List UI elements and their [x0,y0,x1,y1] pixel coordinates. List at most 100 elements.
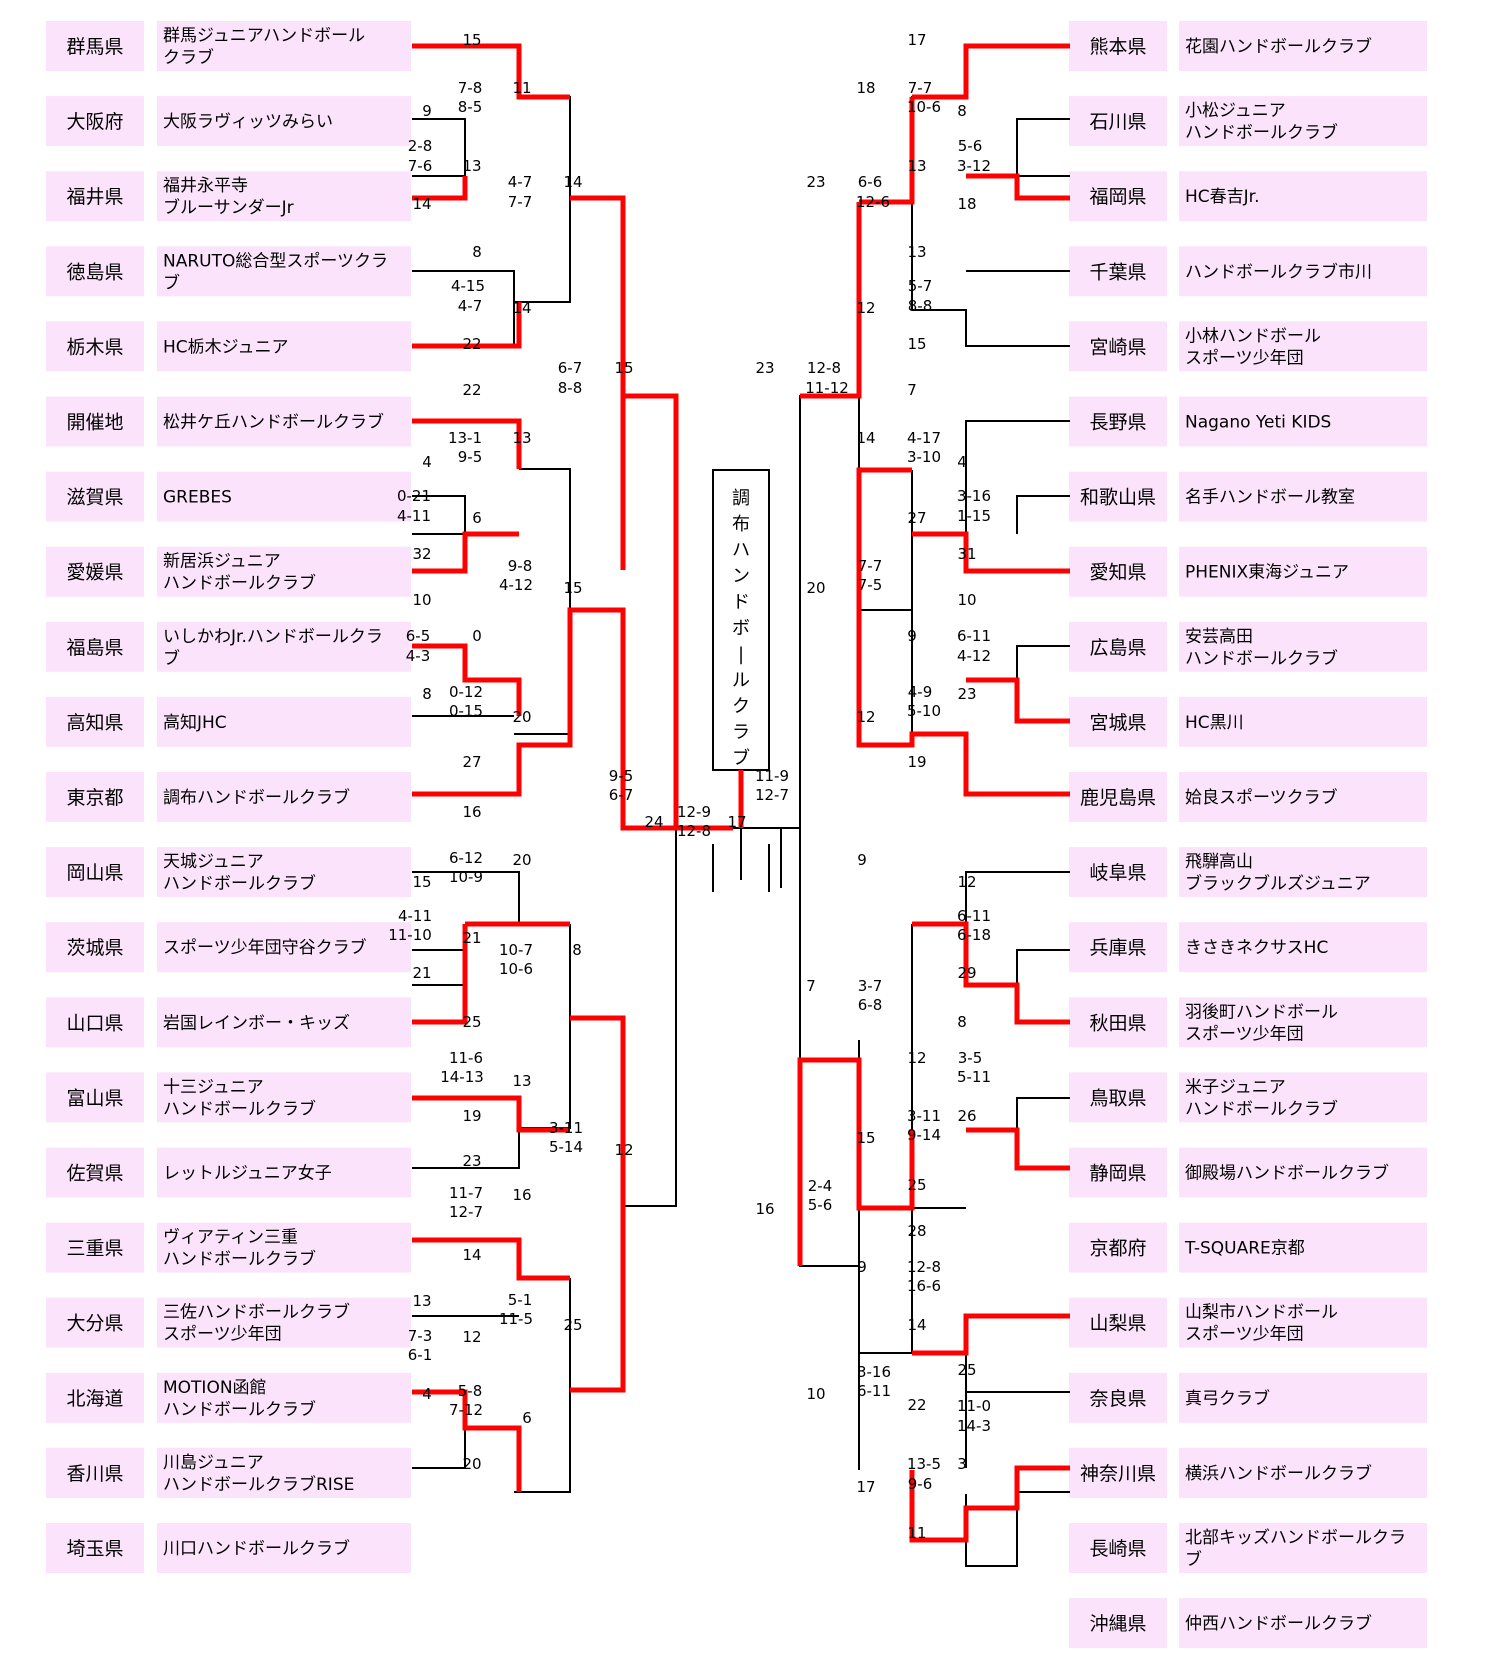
score-label: 11 [907,1524,926,1542]
club-box [1179,321,1427,372]
prefecture-box [46,621,144,672]
left-team-17: 大分県三佐ハンドボールクラブスポーツ少年団 [46,1297,411,1348]
score-label: 9-8 [508,557,533,575]
prefecture-box [1069,1523,1167,1573]
left-team-11: 岡山県天城ジュニアハンドボールクラブ [46,847,411,898]
left-team-7: 愛媛県新居浜ジュニアハンドボールクラブ [46,546,411,597]
prefecture-label: 熊本県 [1089,36,1146,58]
club-name: 天城ジュニア [163,852,264,872]
prefecture-label: 福井県 [66,186,123,208]
score-label: 6-11 [957,907,991,925]
score-label: 18 [856,79,875,97]
champion-char: ル [732,670,750,691]
score-label: 14-13 [440,1068,484,1086]
score-label: 9 [857,851,867,869]
score-label: 7-3 [408,1327,433,1345]
score-label: 14 [907,1316,926,1334]
club-box [1179,997,1427,1048]
score-label: 14-3 [957,1417,991,1435]
prefecture-box [46,396,144,447]
club-name: 川口ハンドボールクラブ [163,1538,350,1559]
right-team-18: 奈良県真弓クラブ [1069,1372,1427,1423]
prefecture-label: 京都府 [1089,1238,1146,1260]
prefecture-label: 大阪府 [66,111,123,133]
club-box [157,246,411,297]
score-label: 5-8 [458,1382,483,1400]
score-label: 3-11 [907,1107,941,1125]
right-team-8: 広島県安芸高田ハンドボールクラブ [1069,621,1427,672]
score-label: 6 [472,509,482,527]
score-label: 15 [907,335,926,353]
club-box [157,696,411,747]
score-label: 20 [462,1455,481,1473]
club-name: ハンドボールクラブ [1185,648,1338,669]
left-team-13: 山口県岩国レインボー・キッズ [46,997,411,1048]
club-box [1179,922,1427,973]
score-label: 14 [563,173,582,191]
prefecture-label: 鹿児島県 [1080,787,1156,809]
score-label: 12-8 [907,1258,941,1276]
club-name: スポーツ少年団 [163,1325,282,1345]
club-box [1179,847,1427,898]
prefecture-box [46,1072,144,1123]
club-name: スポーツ少年団 [1185,1325,1304,1345]
club-name: ハンドボールクラブ [1185,122,1338,143]
prefecture-label: 沖縄県 [1089,1613,1146,1635]
prefecture-box [46,1147,144,1198]
prefecture-box [46,1297,144,1348]
score-label: 12 [614,1141,633,1159]
score-label: 8 [422,685,432,703]
team-boxes: 群馬県群馬ジュニアハンドボールクラブ大阪府大阪ラヴィッツみらい福井県福井永平寺ブ… [46,21,1427,1649]
score-label: 9 [422,102,432,120]
club-box [157,171,411,222]
prefecture-label: 高知県 [66,712,123,734]
score-label: 16 [755,1200,774,1218]
left-team-0: 群馬県群馬ジュニアハンドボールクラブ [46,21,411,71]
score-label: 12-7 [449,1203,483,1221]
prefecture-box [1069,696,1167,747]
club-name: きさきネクサスHC [1185,938,1328,958]
score-label: 23 [957,685,976,703]
score-label: 5-6 [958,137,983,155]
score-label: 11-6 [449,1049,483,1067]
score-label: 25 [563,1316,582,1334]
score-label: 12 [462,1328,481,1346]
score-label: 21 [412,964,431,982]
score-label: 8-8 [908,297,933,315]
prefecture-box [1069,96,1167,147]
club-name: 安芸高田 [1185,627,1253,647]
score-label: 8 [957,1013,967,1031]
score-label: 7-7 [908,79,933,97]
winner-path-lines [412,43,1070,1543]
score-label: 16 [462,803,481,821]
prefecture-label: 群馬県 [66,36,123,58]
score-label: 23 [462,1152,481,1170]
club-box [157,96,411,147]
prefecture-box [1069,1447,1167,1498]
score-label: 5-1 [508,1291,533,1309]
club-name: 松井ケ丘ハンドボールクラブ [163,412,384,433]
club-box [1179,1222,1427,1273]
score-label: 18 [957,195,976,213]
club-name: 岩国レインボー・キッズ [163,1013,350,1033]
score-label: 20 [806,579,825,597]
score-label: 3-11 [549,1119,583,1137]
prefecture-label: 愛媛県 [66,562,123,584]
score-label: 0 [472,627,482,645]
club-name: ブ [163,648,180,669]
score-label: 0-15 [449,702,483,720]
club-name: 山梨市ハンドボール [1185,1303,1338,1323]
prefecture-label: 宮城県 [1089,712,1146,734]
score-label: 9-6 [908,1475,933,1493]
left-team-9: 高知県高知JHC [46,696,411,747]
prefecture-label: 滋賀県 [66,487,123,509]
club-name: ハンドボールクラブ [163,873,316,894]
club-box [1179,696,1427,747]
score-label: 0-21 [397,487,431,505]
prefecture-box [46,997,144,1048]
prefecture-box [46,96,144,147]
